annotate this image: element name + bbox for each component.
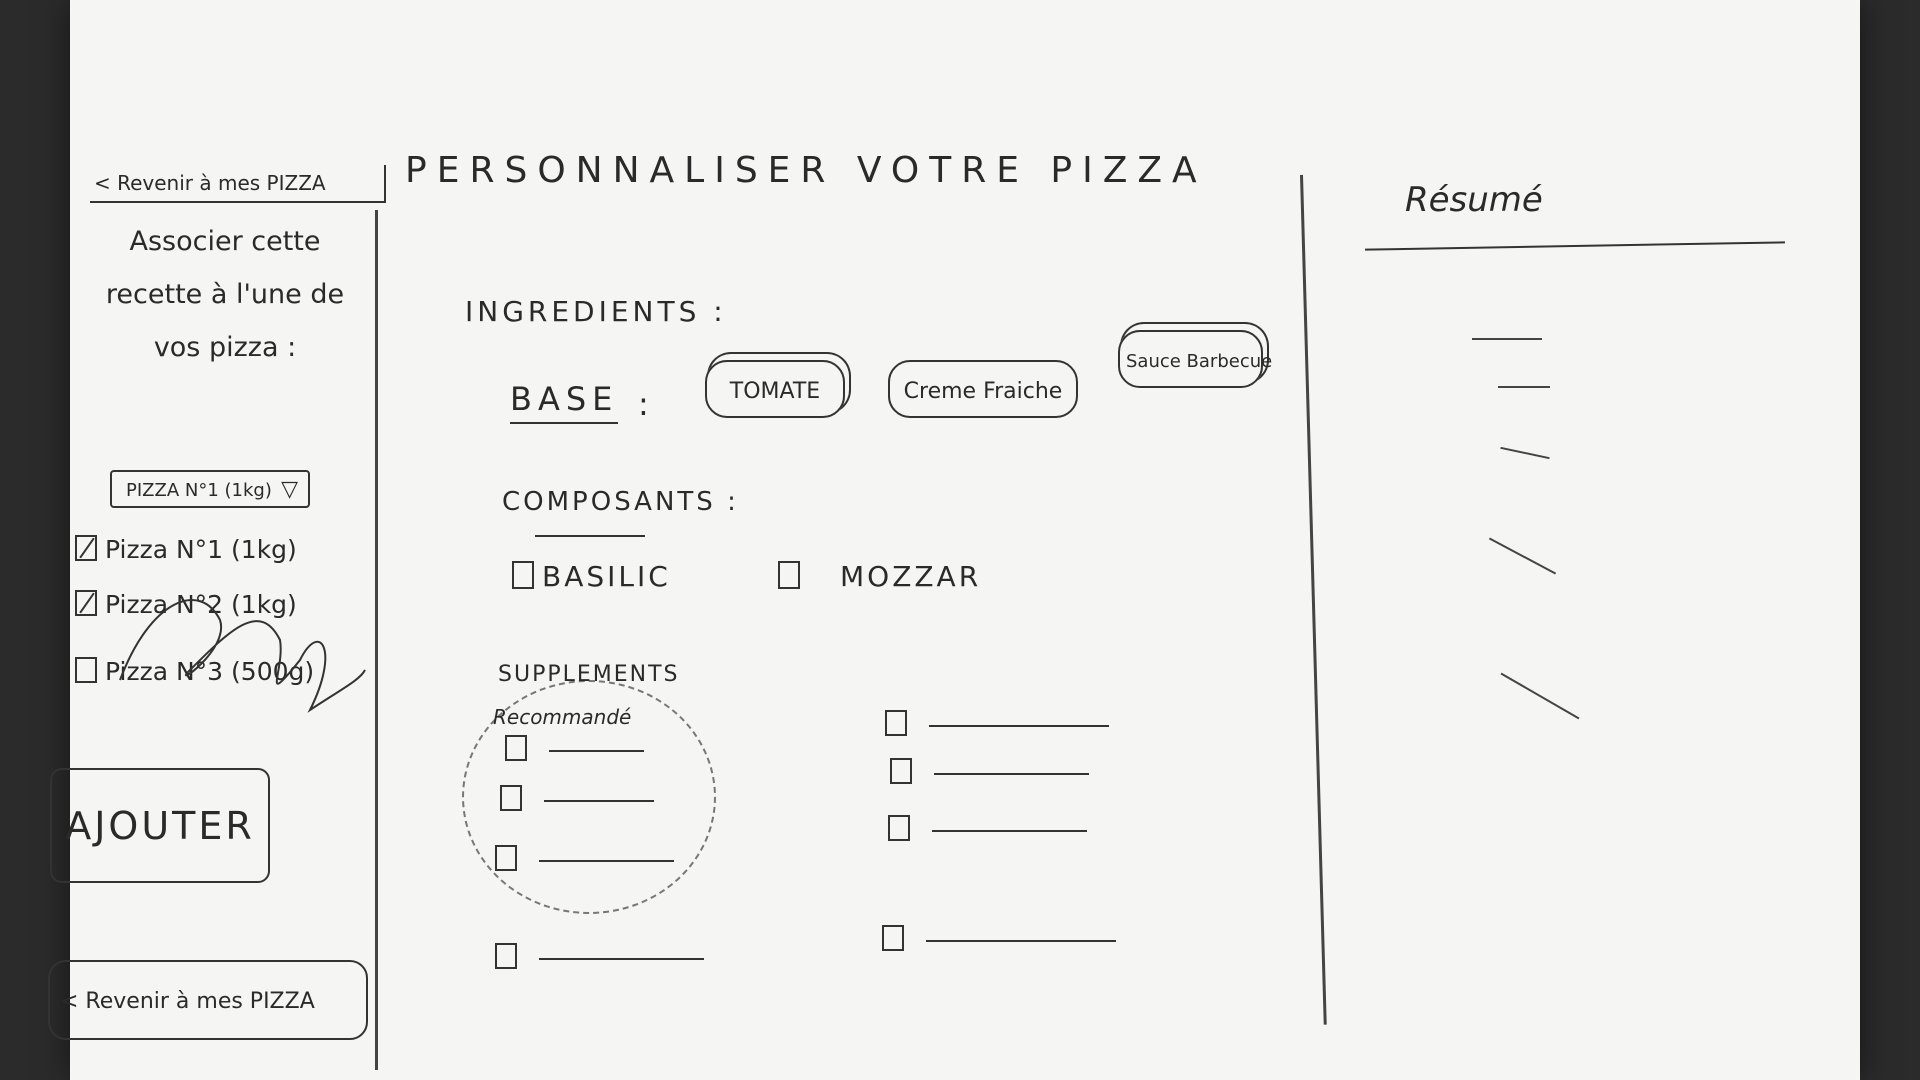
- paper-sheet: [70, 0, 1860, 1080]
- base-option-creme-fraiche[interactable]: Creme Fraiche: [888, 360, 1078, 418]
- checkbox[interactable]: [75, 535, 97, 561]
- supplement-placeholder: [544, 799, 654, 802]
- page-title: PERSONNALISER VOTRE PIZZA: [405, 150, 1207, 191]
- recommended-group-outline: [462, 680, 716, 914]
- supplement-placeholder: [926, 939, 1116, 942]
- base-option-tomate[interactable]: TOMATE: [705, 360, 845, 418]
- composant-mozzarella[interactable]: MOZZAR: [778, 560, 981, 593]
- pizza-option-label: Pizza N°2 (1kg): [105, 590, 297, 619]
- supplement-row[interactable]: [888, 812, 1087, 847]
- composant-label: MOZZAR: [840, 560, 982, 593]
- recommended-label: Recommandé: [493, 705, 632, 729]
- supplements-heading: SUPPLEMENTS: [498, 662, 680, 687]
- checkbox[interactable]: [890, 757, 912, 784]
- supplement-placeholder: [549, 749, 644, 752]
- summary-item-placeholder: [1498, 386, 1550, 388]
- composants-underline: [535, 535, 645, 537]
- ingredients-heading: INGREDIENTS :: [465, 295, 727, 328]
- checkbox[interactable]: [495, 844, 517, 871]
- checkbox[interactable]: [885, 709, 907, 736]
- summary-heading: Résumé: [1405, 180, 1543, 220]
- checkbox[interactable]: [75, 590, 97, 616]
- checkbox[interactable]: [888, 814, 910, 841]
- associate-instruction: Associer cette recette à l'une de vos pi…: [105, 226, 345, 363]
- checkbox[interactable]: [75, 657, 97, 683]
- supplement-placeholder: [932, 829, 1087, 832]
- pizza-option-1[interactable]: Pizza N°1 (1kg): [75, 530, 297, 570]
- supplement-placeholder: [934, 772, 1089, 775]
- pizza-select[interactable]: PIZZA N°1 (1kg) ▽: [110, 470, 310, 508]
- composants-heading: COMPOSANTS :: [502, 487, 739, 517]
- supplement-row[interactable]: [882, 922, 1116, 957]
- supplement-row[interactable]: [500, 782, 654, 817]
- back-to-pizzas-link-bottom[interactable]: < Revenir à mes PIZZA: [48, 960, 368, 1040]
- composant-basilic[interactable]: BASILIC: [512, 560, 671, 593]
- back-to-pizzas-link-top[interactable]: < Revenir à mes PIZZA: [90, 165, 386, 203]
- summary-item-placeholder: [1472, 338, 1542, 340]
- checkbox[interactable]: [495, 942, 517, 969]
- pizza-option-2[interactable]: Pizza N°2 (1kg): [75, 585, 297, 625]
- pizza-option-3[interactable]: Pizza N°3 (500g): [75, 652, 314, 692]
- supplement-row[interactable]: [505, 732, 644, 767]
- checkbox[interactable]: [778, 561, 800, 589]
- pizza-option-label: Pizza N°1 (1kg): [105, 535, 297, 564]
- supplement-placeholder: [539, 957, 704, 960]
- left-panel-divider: [375, 210, 378, 1070]
- chevron-down-icon: ▽: [281, 477, 298, 502]
- checkbox[interactable]: [882, 924, 904, 951]
- supplement-placeholder: [539, 859, 674, 862]
- composant-label: BASILIC: [542, 560, 671, 593]
- add-button[interactable]: AJOUTER: [50, 768, 270, 883]
- supplement-row[interactable]: [885, 707, 1109, 742]
- base-colon: :: [638, 385, 649, 423]
- supplement-row[interactable]: [495, 940, 704, 975]
- checkbox[interactable]: [500, 784, 522, 811]
- supplement-row[interactable]: [495, 842, 674, 877]
- checkbox[interactable]: [512, 561, 534, 589]
- supplement-placeholder: [929, 724, 1109, 727]
- pizza-select-value: PIZZA N°1 (1kg): [126, 480, 272, 501]
- checkbox[interactable]: [505, 734, 527, 761]
- base-label: BASE: [510, 380, 619, 424]
- supplement-row[interactable]: [890, 755, 1089, 790]
- scribble-strikethrough: [119, 599, 366, 713]
- base-option-sauce-barbecue[interactable]: Sauce Barbecue: [1118, 330, 1272, 388]
